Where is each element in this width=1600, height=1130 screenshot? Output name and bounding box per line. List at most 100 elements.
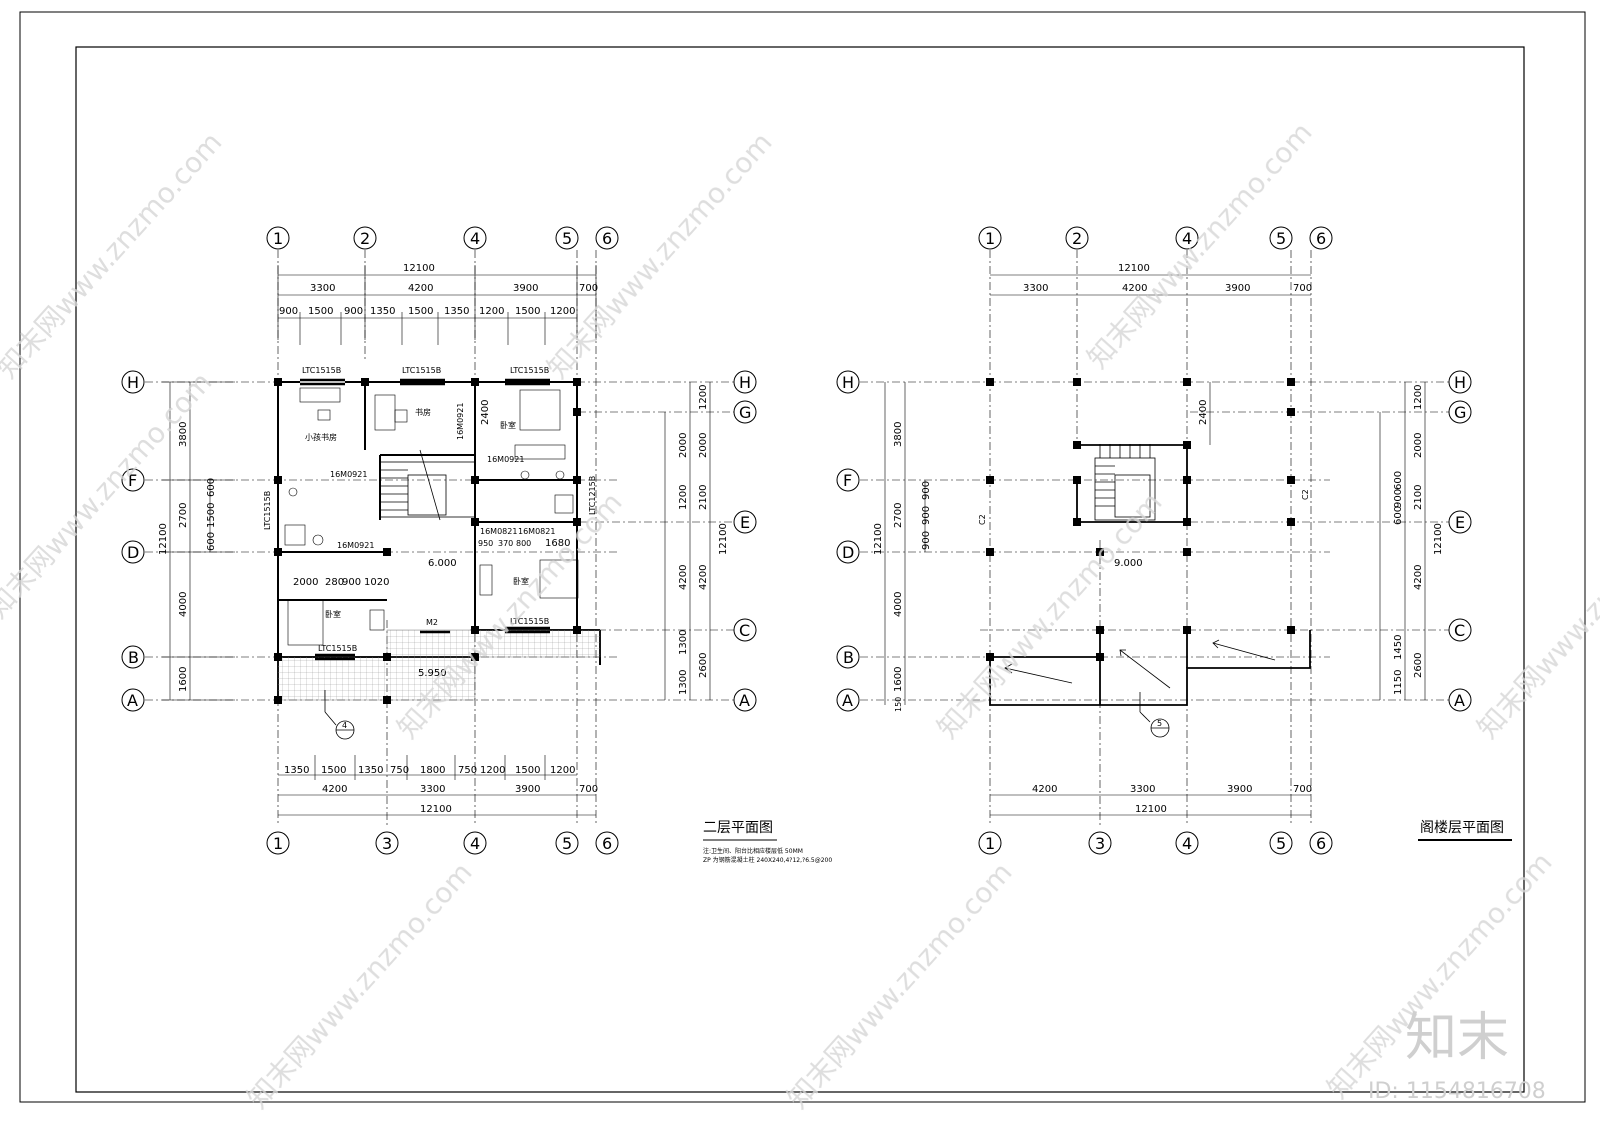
left-dim-left-4: 1600	[178, 667, 189, 692]
left-top-win-3: 900	[344, 306, 363, 317]
right-axis-bottom-5: 6	[1316, 834, 1326, 853]
right-dim-right-total: 12100	[1433, 523, 1444, 555]
right-axis-top-1: 1	[985, 229, 995, 248]
left-dim-left-sub-3: 600	[206, 532, 217, 551]
right-dim-left-1: 3800	[893, 422, 904, 447]
right-bottom-total: 12100	[1135, 804, 1167, 815]
left-axis-row-A: A	[127, 691, 138, 710]
left-bottom-bay-1: 4200	[322, 784, 347, 795]
left-top-bay-1: 3300	[310, 283, 335, 294]
left-bottom-win-7: 1200	[480, 765, 505, 776]
left-elevation-2: 5.950	[418, 668, 447, 679]
right-axis-row-E-r: E	[1455, 513, 1465, 532]
left-door-2: 16M0921	[337, 541, 374, 550]
right-dim-right-4: 4200	[1413, 565, 1424, 590]
watermark-text: 知末网www.znzmo.com	[241, 856, 479, 1115]
left-inner-dim-9: 2400	[480, 400, 491, 425]
left-door-m2: M2	[426, 618, 438, 627]
watermark-text: 知末网www.znzmo.com	[391, 486, 629, 745]
right-dim-right-inner-4: 1450	[1393, 635, 1404, 660]
id-label: ID: 1154816708	[1368, 1079, 1546, 1104]
right-axis-bottom-1: 1	[985, 834, 995, 853]
left-axis-top-4: 5	[562, 229, 572, 248]
right-dim-left-5: 150	[894, 697, 903, 712]
left-top-win-1: 900	[279, 306, 298, 317]
left-door-6: 16M0821	[518, 527, 555, 536]
left-bottom-total: 12100	[420, 804, 452, 815]
right-dim-left-sub-2: 900	[921, 506, 932, 525]
watermark-text: 知末网www.znzmo.com	[0, 126, 229, 385]
left-bottom-bay-4: 700	[579, 784, 598, 795]
right-plan-title: 阁楼层平面图	[1420, 820, 1504, 836]
left-axis-top-5: 6	[602, 229, 612, 248]
left-axis-row-B: B	[128, 648, 139, 667]
left-dim-left-3: 4000	[178, 592, 189, 617]
left-axis-top-2: 2	[360, 229, 370, 248]
right-dim-left-2: 2700	[893, 503, 904, 528]
left-dim-left-sub-1: 600	[206, 478, 217, 497]
right-axis-row-D: D	[842, 543, 854, 562]
left-plan-texts: 12100 3300 4200 3900 700 900 1500 900 13…	[158, 263, 832, 864]
left-door-1: 16M0921	[330, 470, 367, 479]
right-top-total: 12100	[1118, 263, 1150, 274]
left-bottom-win-4: 750	[390, 765, 409, 776]
left-bottom-win-6: 750	[458, 765, 477, 776]
left-axis-row-E-r: E	[740, 513, 750, 532]
right-bottom-bay-3: 3900	[1227, 784, 1252, 795]
right-top-bay-4: 700	[1293, 283, 1312, 294]
left-inner-dim-6: 950	[478, 539, 493, 548]
left-bottom-win-9: 1200	[550, 765, 575, 776]
left-top-win-2: 1500	[308, 306, 333, 317]
right-axis-row-H-r: H	[1454, 373, 1466, 392]
right-axis-bottom-2: 3	[1095, 834, 1105, 853]
left-top-bay-4: 700	[579, 283, 598, 294]
watermark-text: 知末网www.znzmo.com	[541, 126, 779, 385]
left-axis-row-D: D	[127, 543, 139, 562]
left-dim-left-1: 3800	[178, 422, 189, 447]
left-axis-labels: 1 2 4 5 6 1 3 4 5 6 H F D B A H G E C A	[127, 229, 751, 853]
left-dim-left-total: 12100	[158, 523, 169, 555]
left-top-win-7: 1200	[479, 306, 504, 317]
left-bottom-win-3: 1350	[358, 765, 383, 776]
left-axis-bottom-2: 3	[382, 834, 392, 853]
left-dim-right-inner-2: 1200	[678, 485, 689, 510]
left-axis-top-3: 4	[470, 229, 480, 248]
left-axis-row-H-r: H	[739, 373, 751, 392]
left-room-bedroom-ne: 卧室	[500, 420, 516, 430]
left-top-win-9: 1200	[550, 306, 575, 317]
left-bottom-win-5: 1800	[420, 765, 445, 776]
left-axis-row-H: H	[127, 373, 139, 392]
left-dim-right-total: 12100	[718, 523, 729, 555]
left-top-win-6: 1350	[444, 306, 469, 317]
right-dim-left-4: 1600	[893, 667, 904, 692]
left-dim-right-5: 2600	[698, 653, 709, 678]
right-dim-right-1: 1200	[1413, 385, 1424, 410]
right-axis-row-A: A	[842, 691, 853, 710]
right-axis-row-B: B	[843, 648, 854, 667]
right-bottom-bay-4: 700	[1293, 784, 1312, 795]
right-axis-row-F: F	[843, 471, 852, 490]
right-axis-row-G-r: G	[1454, 403, 1466, 422]
left-bottom-win-8: 1500	[515, 765, 540, 776]
left-axis-row-A-r: A	[739, 691, 750, 710]
left-section-ref: 4	[342, 721, 347, 730]
left-axis-bottom-4: 5	[562, 834, 572, 853]
left-dim-right-inner-5: 1300	[678, 670, 689, 695]
right-axis-labels: 1 2 4 5 6 1 3 4 5 6 H F D B A H G E C A	[842, 229, 1466, 853]
right-axis-bottom-3: 4	[1182, 834, 1192, 853]
left-room-kids-study: 小孩书房	[305, 432, 337, 442]
left-top-win-5: 1500	[408, 306, 433, 317]
right-dim-2400: 2400	[1198, 400, 1209, 425]
inner-frame	[75, 46, 1525, 1093]
left-door-4: 16M0921	[456, 403, 465, 440]
right-dim-right-inner-2: 900	[1393, 489, 1404, 508]
left-window-1: LTC1515B	[302, 366, 341, 375]
right-axis-bubbles	[836, 226, 1472, 855]
plan-second-floor	[145, 250, 735, 825]
left-axis-top-1: 1	[273, 229, 283, 248]
right-dim-left-3: 4000	[893, 592, 904, 617]
watermark-text: 知末网www.znzmo.com	[781, 856, 1019, 1115]
left-dim-right-inner-4: 1300	[678, 630, 689, 655]
left-inner-dim-2: 280	[325, 577, 344, 588]
